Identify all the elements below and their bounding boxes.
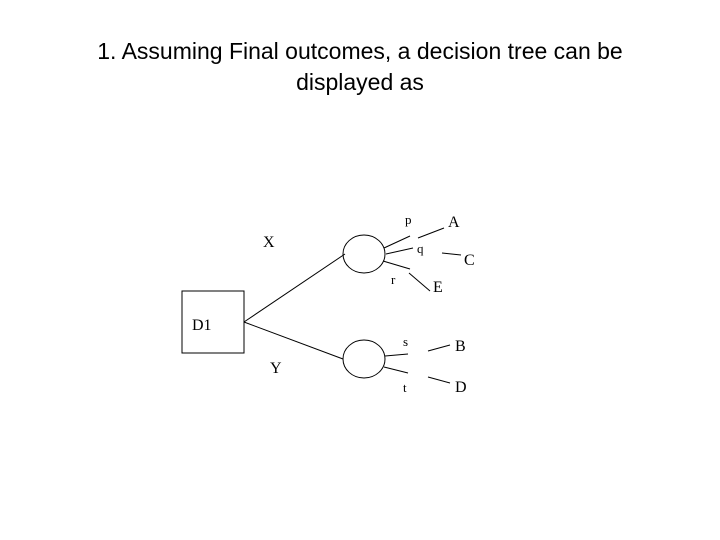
outcome-line-b xyxy=(427,344,451,352)
outcome-label-c: C xyxy=(464,252,475,269)
outcome-line-a xyxy=(417,227,445,239)
probability-label-p: p xyxy=(405,212,412,227)
probability-label-t: t xyxy=(403,380,407,395)
probability-label-q: q xyxy=(417,241,424,256)
outcome-line-e xyxy=(408,272,431,292)
title-line-2: displayed as xyxy=(296,69,424,95)
chance-y-line-t xyxy=(383,366,409,374)
outcome-label-e: E xyxy=(433,279,443,296)
decision-node-label: D1 xyxy=(192,317,212,334)
chance-x-line-q xyxy=(385,247,414,255)
outcome-line-c xyxy=(441,252,462,256)
chance-node-x xyxy=(342,234,386,274)
chance-x-line-p xyxy=(383,235,411,249)
chance-node-y xyxy=(342,339,386,379)
outcome-label-a: A xyxy=(448,214,460,231)
probability-label-r: r xyxy=(391,272,396,287)
slide-title: 1. Assuming Final outcomes, a decision t… xyxy=(0,36,720,98)
outcome-label-b: B xyxy=(455,338,466,355)
probability-label-s: s xyxy=(403,334,408,349)
branch-line-x xyxy=(243,253,346,323)
chance-x-line-r xyxy=(382,260,411,270)
outcome-label-d: D xyxy=(455,379,467,396)
chance-y-line-s xyxy=(384,353,409,357)
title-line-1: 1. Assuming Final outcomes, a decision t… xyxy=(97,38,623,64)
branch-label-x: X xyxy=(263,234,275,251)
branch-label-y: Y xyxy=(270,360,282,377)
branch-line-y xyxy=(243,321,344,360)
outcome-line-d xyxy=(427,376,451,384)
